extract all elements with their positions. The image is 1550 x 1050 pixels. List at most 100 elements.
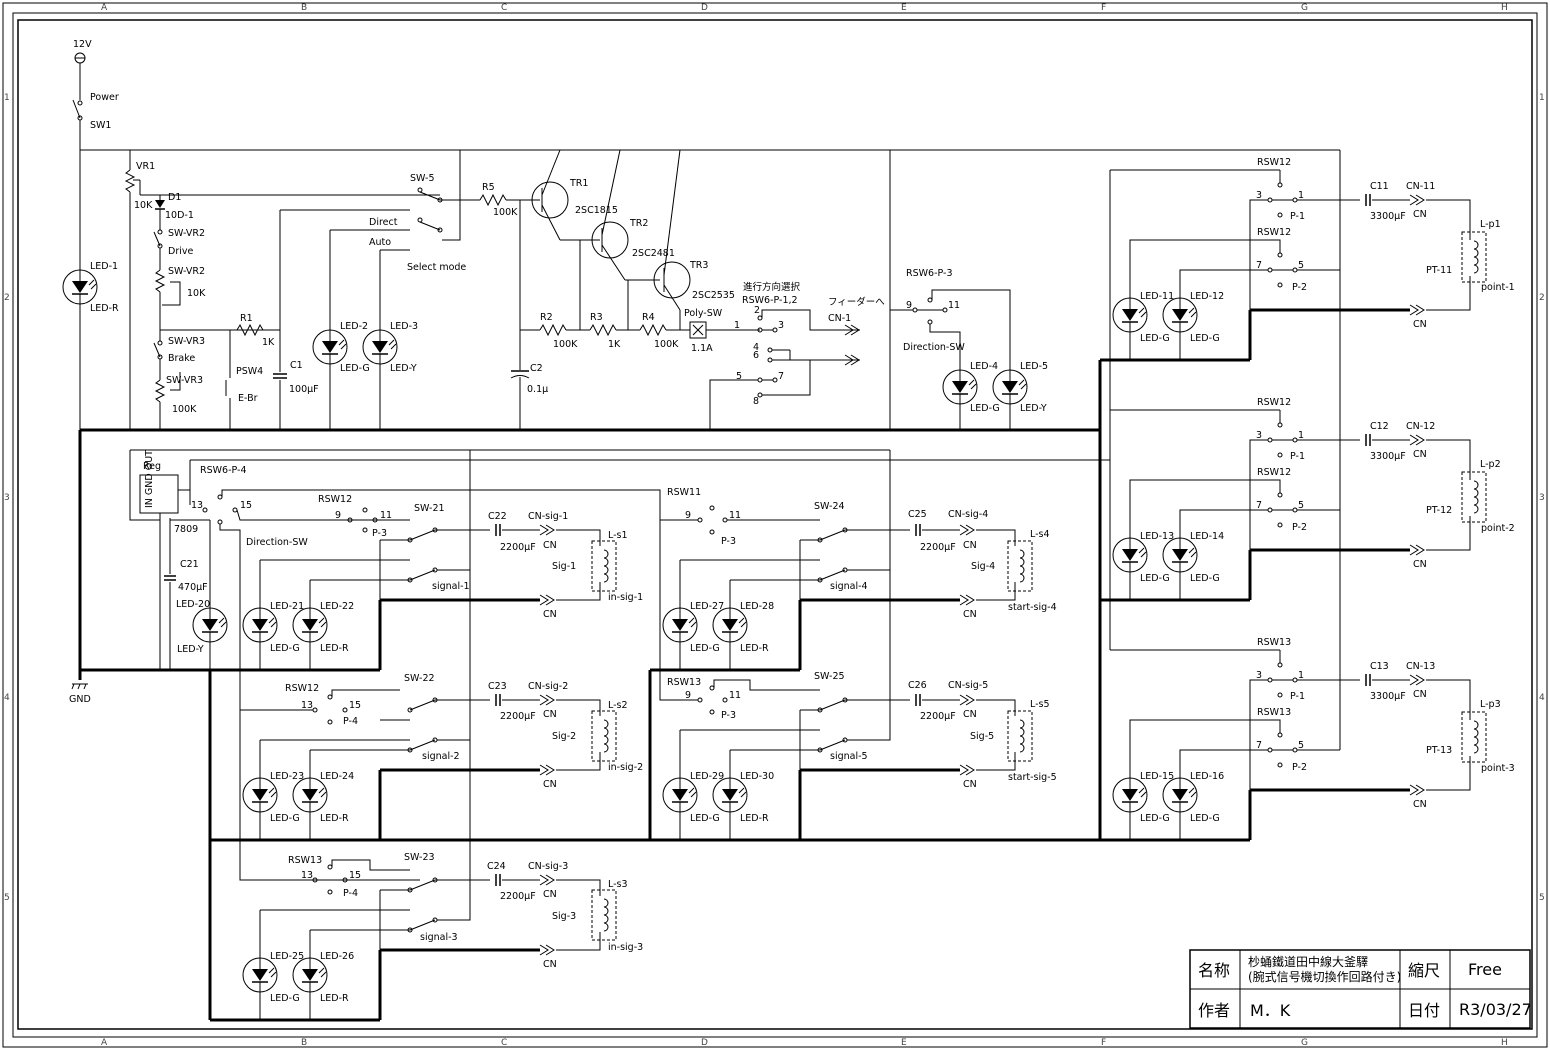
led-11-icon: [1112, 297, 1148, 333]
label-sw22: SW-22: [404, 673, 435, 684]
label-rsw11: RSW11: [667, 487, 701, 498]
led-3-icon: [362, 329, 398, 365]
label-r5: R5: [482, 182, 495, 193]
label-c23: C23: [488, 681, 507, 692]
label-led4c: LED-G: [970, 403, 1000, 414]
led-15-icon: [1112, 777, 1148, 813]
label-c26-val: 2200μF: [920, 711, 956, 722]
label-rsw13-p2: RSW13: [1257, 707, 1291, 718]
label-tr3-type: 2SC2535: [692, 290, 735, 301]
label-swvr3a: SW-VR3: [168, 336, 205, 347]
grid-col: F: [1101, 3, 1106, 13]
cn-sig4-connector-icon: [959, 524, 975, 536]
label-p1-b: P-1: [1290, 451, 1305, 462]
ls5-coil-icon: [1007, 710, 1033, 762]
drawing-name: 杪蛹鐵道田中線大釜驛: [1248, 954, 1368, 969]
label-p4-b: P-4: [343, 888, 358, 899]
svg-text:5: 5: [736, 371, 742, 382]
svg-text:2: 2: [754, 305, 760, 316]
label-c13-val: 3300μF: [1370, 691, 1406, 702]
label-led20c: LED-Y: [177, 644, 204, 655]
label-led29: LED-29: [690, 771, 724, 782]
label-poly: Poly-SW: [684, 308, 723, 319]
svg-text:4: 4: [753, 342, 759, 353]
led-1-icon: [62, 269, 98, 305]
led-2-icon: [312, 329, 348, 365]
label-tr2: TR2: [629, 218, 648, 229]
label-led2: LED-2: [340, 321, 368, 332]
label-tr3: TR3: [689, 260, 708, 271]
label-rsw12-a: RSW12: [318, 494, 352, 505]
svg-text:15: 15: [240, 500, 252, 511]
grid-row: 1: [1539, 93, 1545, 103]
label-cnsig1: CN-sig-1: [528, 511, 568, 522]
label-cn: CN: [543, 709, 557, 720]
grid-row: 5: [1539, 893, 1545, 903]
grid-col: H: [1501, 1038, 1508, 1048]
grid-row: 4: [1539, 693, 1545, 703]
label-pt12: PT-12: [1426, 505, 1452, 516]
svg-text:9: 9: [685, 690, 691, 701]
label-rsw12-b: RSW12: [285, 683, 319, 694]
author-value: M．K: [1250, 1001, 1291, 1020]
label-led5: LED-5: [1020, 361, 1048, 372]
grid-row: 3: [1539, 493, 1545, 503]
label-led25: LED-25: [270, 951, 304, 962]
grid-col: G: [1301, 1038, 1308, 1048]
date-label: 日付: [1408, 1001, 1440, 1020]
r4-resistor: [639, 323, 667, 337]
label-sw23: SW-23: [404, 852, 435, 863]
label-led4: LED-4: [970, 361, 998, 372]
label-cn: CN: [1413, 689, 1427, 700]
label-tr2-type: 2SC2481: [632, 248, 675, 259]
label-led28: LED-28: [740, 601, 774, 612]
label-led14: LED-14: [1190, 531, 1224, 542]
label-cnsig3: CN-sig-3: [528, 861, 568, 872]
label-12v: 12V: [73, 39, 92, 50]
led-24-icon: [292, 777, 328, 813]
label-rsw12-p4: RSW12: [1257, 467, 1291, 478]
grid-col: B: [301, 3, 307, 13]
label-point1: point-1: [1481, 282, 1515, 293]
label-p2-c: P-2: [1292, 762, 1307, 773]
scale-label: 縮尺: [1408, 961, 1440, 980]
grid-labels: A B C D E F G H A B C D E F G H 1 2 3 4 …: [4, 3, 1545, 1048]
label-sw24: SW-24: [814, 501, 845, 512]
label-cn: CN: [963, 540, 977, 551]
label-led15c: LED-G: [1140, 813, 1170, 824]
label-led11c: LED-G: [1140, 333, 1170, 344]
label-d1-val: 10D-1: [165, 210, 194, 221]
label-led3: LED-3: [390, 321, 418, 332]
ls1-coil-icon: [591, 540, 617, 592]
label-cn: CN: [543, 779, 557, 790]
label-brake: Brake: [168, 353, 195, 364]
signal-circuit: Reg IN GND OUT 7809 C21 470μF LED-20 LED…: [129, 449, 1110, 1020]
led-30-icon: [712, 777, 748, 813]
scale-value: Free: [1468, 960, 1502, 979]
diode-d1-icon: [155, 200, 165, 208]
label-poly-val: 1.1A: [691, 343, 713, 354]
svg-text:11: 11: [948, 300, 960, 311]
r3-resistor: [589, 323, 617, 337]
label-tr1-type: 2SC1815: [575, 205, 618, 216]
svg-text:7: 7: [1256, 260, 1262, 271]
c25-capacitor-icon: [915, 523, 921, 537]
cn-sig3-connector-icon: [539, 874, 555, 886]
label-r2: R2: [540, 312, 553, 323]
label-s2: Sig-2: [552, 731, 576, 742]
label-sig2: signal-2: [422, 751, 460, 762]
svg-text:7: 7: [1256, 740, 1262, 751]
label-s4: Sig-4: [971, 561, 995, 572]
label-c24: C24: [487, 861, 506, 872]
label-led16: LED-16: [1190, 771, 1224, 782]
grid-row: 2: [4, 293, 10, 303]
grid-row: 1: [4, 93, 10, 103]
cn-connector-icon: [959, 764, 975, 776]
led-12-icon: [1162, 297, 1198, 333]
svg-text:13: 13: [301, 870, 313, 881]
label-led5c: LED-Y: [1020, 403, 1047, 414]
label-led22: LED-22: [320, 601, 354, 612]
led-23-icon: [242, 777, 278, 813]
label-r3: R3: [590, 312, 603, 323]
